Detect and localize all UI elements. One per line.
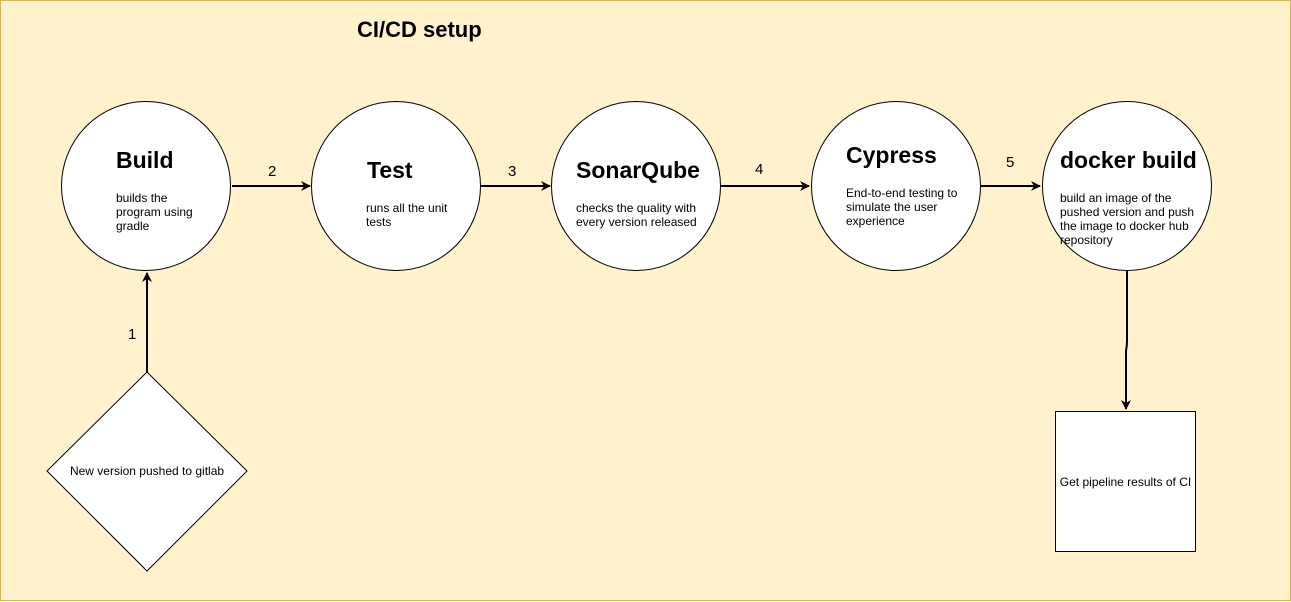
stage-build-description: builds the program using gradle	[116, 191, 193, 233]
edge-label-3: 3	[508, 163, 517, 180]
stage-cypress-title: Cypress	[846, 142, 937, 168]
stage-test[interactable]	[311, 101, 481, 271]
stage-sonarqube-description: checks the quality with every version re…	[576, 201, 697, 229]
stage-test-title: Test	[367, 157, 413, 183]
stage-sonarqube-title: SonarQube	[576, 157, 700, 183]
arrow-6	[1121, 271, 1131, 410]
result-box[interactable]: Get pipeline results of CI	[1055, 411, 1196, 552]
stage-test-description: runs all the unit tests	[366, 201, 448, 229]
stage-cypress-description: End-to-end testing to simulate the user …	[846, 186, 958, 228]
stage-docker-build[interactable]	[1042, 101, 1212, 271]
edge-label-1: 1	[128, 326, 137, 343]
edge-label-5: 5	[1006, 154, 1015, 171]
stage-cypress[interactable]	[811, 101, 981, 271]
trigger-label: New version pushed to gitlab	[69, 464, 225, 478]
stage-sonarqube[interactable]	[551, 101, 721, 271]
result-label: Get pipeline results of CI	[1059, 474, 1192, 489]
trigger-diamond[interactable]	[46, 371, 248, 572]
edge-label-4: 4	[755, 161, 764, 178]
stage-docker-build-title: docker build	[1060, 147, 1197, 173]
stage-docker-build-description: build an image of the pushed version and…	[1060, 191, 1195, 247]
edge-label-2: 2	[268, 163, 277, 180]
stage-build[interactable]	[61, 101, 231, 271]
diagram-title: CI/CD setup	[357, 17, 482, 42]
stage-build-title: Build	[116, 147, 174, 173]
